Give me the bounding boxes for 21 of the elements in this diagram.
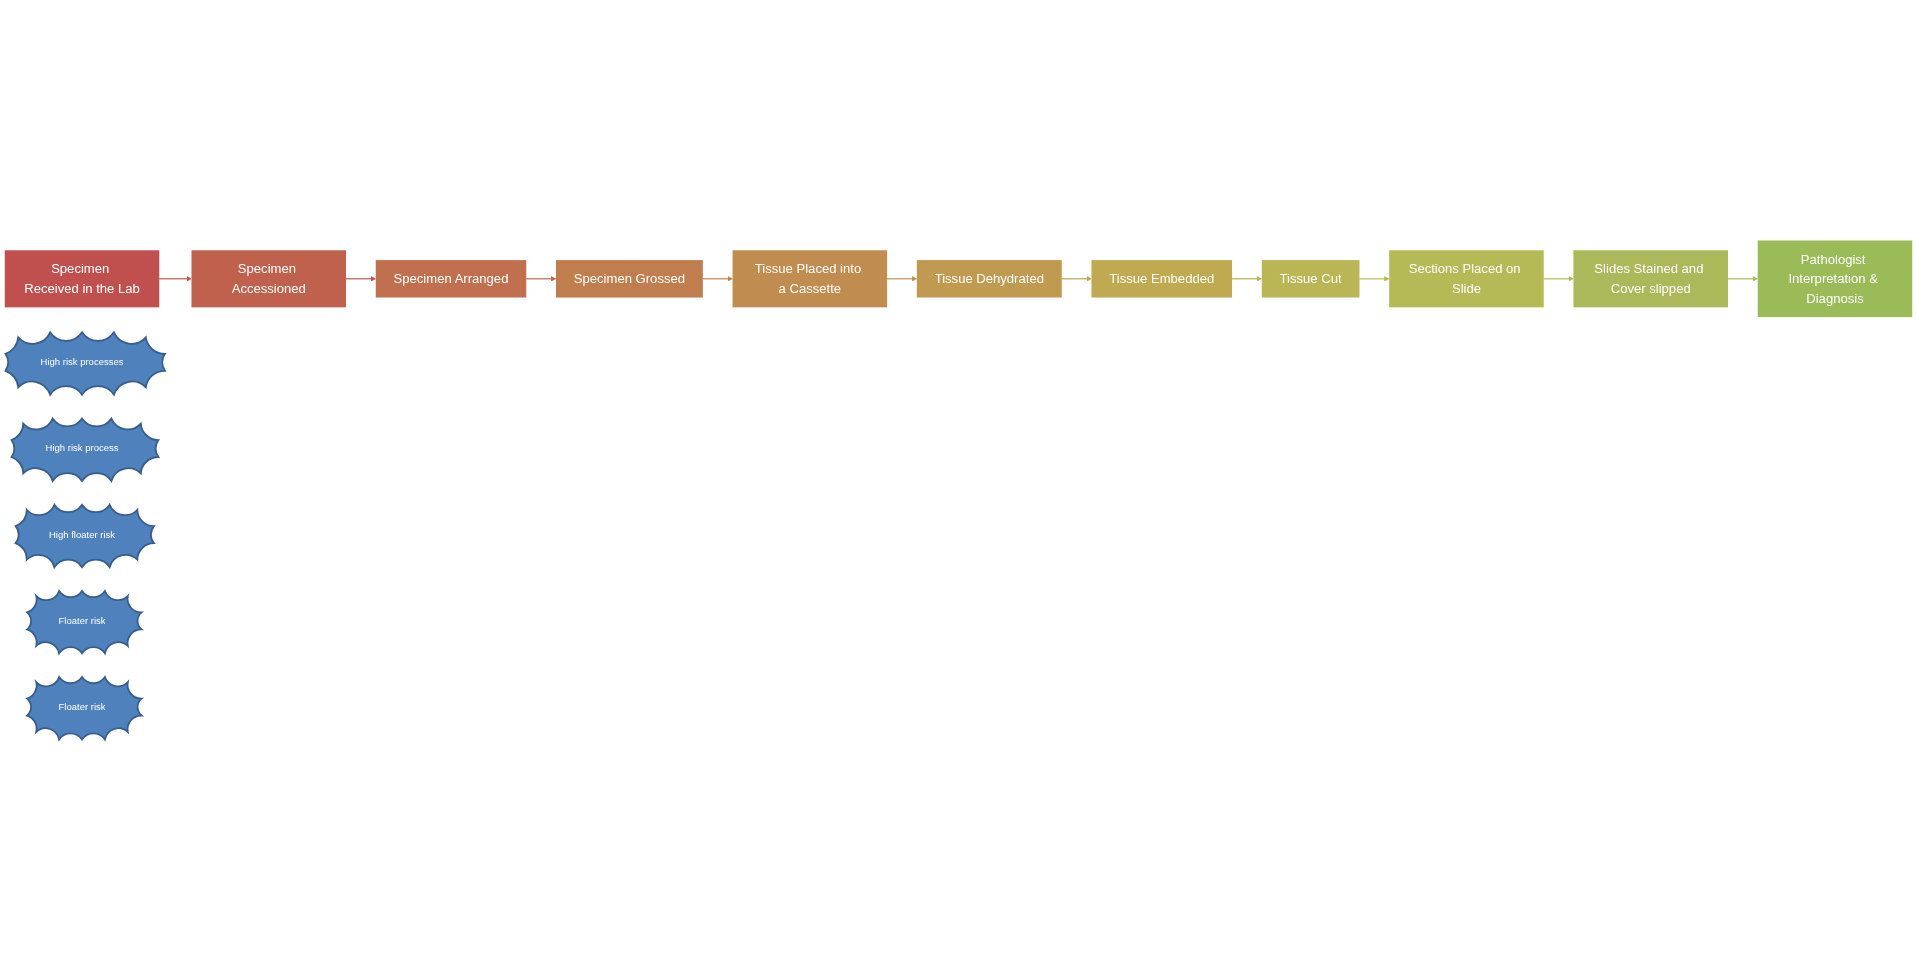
arrow (1543, 276, 1574, 282)
arrow (1358, 276, 1390, 282)
node-box: Sections Placed on Slide (1389, 250, 1544, 308)
node-box: Tissue Placed into a Cassette (732, 250, 888, 308)
node-box: Tissue Embedded (1091, 260, 1233, 298)
arrow (1231, 276, 1262, 282)
arrow (1727, 276, 1758, 282)
node-box: Slides Stained and Cover slipped (1573, 250, 1728, 308)
arrow (525, 276, 557, 282)
node-box: Specimen Received in the Lab (4, 250, 160, 308)
node-box: Specimen Grossed (555, 260, 703, 298)
node-box: Specimen Arranged (375, 260, 527, 298)
arrow (345, 276, 376, 282)
node-box: Pathologist Interpretation & Diagnosis (1757, 240, 1913, 318)
arrow (1061, 276, 1092, 282)
node-box: Tissue Dehydrated (916, 260, 1062, 298)
node-box: Specimen Accessioned (191, 250, 346, 308)
node-box: Tissue Cut (1261, 260, 1360, 298)
arrow (158, 276, 192, 282)
arrow (702, 276, 733, 282)
arrow (886, 276, 918, 282)
